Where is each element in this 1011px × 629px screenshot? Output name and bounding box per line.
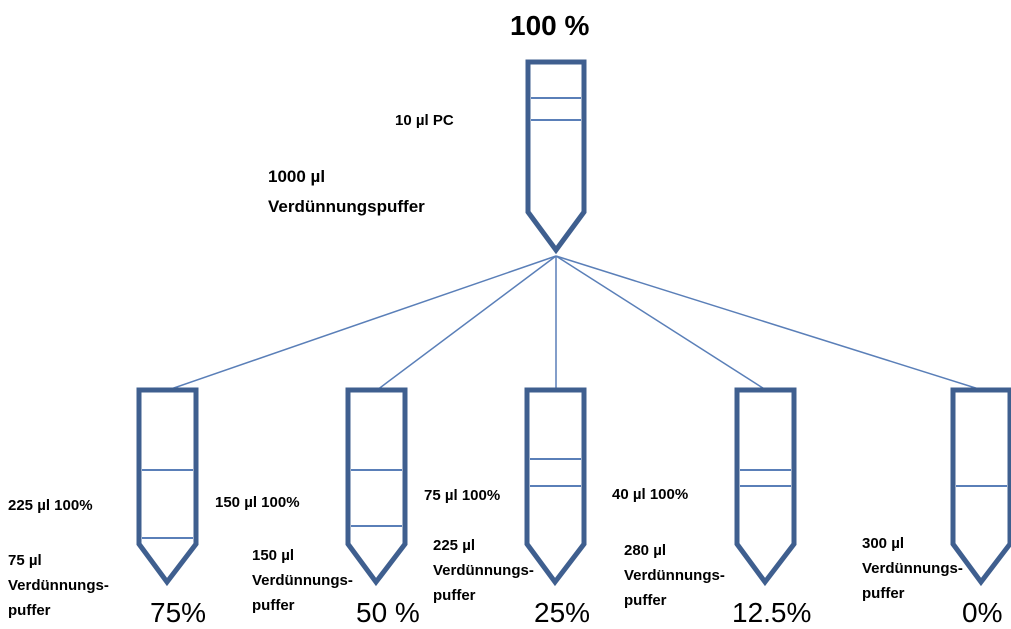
tube4-lower-line3: puffer [624, 592, 667, 609]
tube1-lower-label: 75 µl Verdünnungs- puffer [8, 548, 109, 623]
tube5-percent: 0% [962, 597, 1003, 628]
connector-line-5 [555, 255, 983, 391]
tube2-lower-line2: Verdünnungs- [252, 572, 353, 589]
tube2-lower-label: 150 µl Verdünnungs- puffer [252, 543, 353, 618]
tube2-percent: 50 % [356, 597, 420, 628]
tube1-upper-label: 225 µl 100% [8, 497, 93, 514]
tube-25 [524, 387, 587, 587]
tube2-upper-label: 150 µl 100% [215, 494, 300, 511]
tube2-lower-line1: 150 µl [252, 547, 295, 564]
tube5-lower-line2: Verdünnungs- [862, 560, 963, 577]
tube-50 [345, 387, 408, 587]
tube3-upper-label: 75 µl 100% [424, 487, 501, 504]
tube4-percent: 12.5% [732, 597, 812, 628]
connector-line-1 [167, 255, 557, 391]
tube1-percent: 75% [150, 597, 207, 628]
tube3-lower-line3: puffer [433, 587, 476, 604]
tube1-lower-line1: 75 µl [8, 552, 42, 569]
tube5-lower-label: 300 µl Verdünnungs- puffer [862, 531, 963, 606]
tube5-lower-line3: puffer [862, 585, 905, 602]
tube3-lower-label: 225 µl Verdünnungs- puffer [433, 533, 534, 608]
buffer-volume-line1: 1000 µl [268, 167, 326, 186]
top-percent-title: 100 % [510, 10, 590, 41]
tube1-lower-line3: puffer [8, 602, 51, 619]
buffer-volume-label: 1000 µl Verdünnungspuffer [268, 162, 425, 222]
top-tube [525, 59, 587, 255]
tube5-lower-line1: 300 µl [862, 535, 905, 552]
connector-line-4 [555, 255, 767, 391]
tube3-lower-line1: 225 µl [433, 537, 476, 554]
tube-75 [136, 387, 199, 587]
tube-12-5 [734, 387, 797, 587]
tube3-lower-line2: Verdünnungs- [433, 562, 534, 579]
tube4-upper-label: 40 µl 100% [612, 486, 689, 503]
tube4-lower-line2: Verdünnungs- [624, 567, 725, 584]
tube4-lower-line1: 280 µl [624, 542, 667, 559]
tube1-lower-line2: Verdünnungs- [8, 577, 109, 594]
buffer-volume-line2: Verdünnungspuffer [268, 197, 425, 216]
tube2-lower-line3: puffer [252, 597, 295, 614]
tube3-percent: 25% [534, 597, 591, 628]
tube-0 [950, 387, 1011, 587]
tube4-lower-label: 280 µl Verdünnungs- puffer [624, 538, 725, 613]
connector-line-2 [376, 255, 557, 391]
pc-volume-label: 10 µl PC [395, 112, 454, 129]
